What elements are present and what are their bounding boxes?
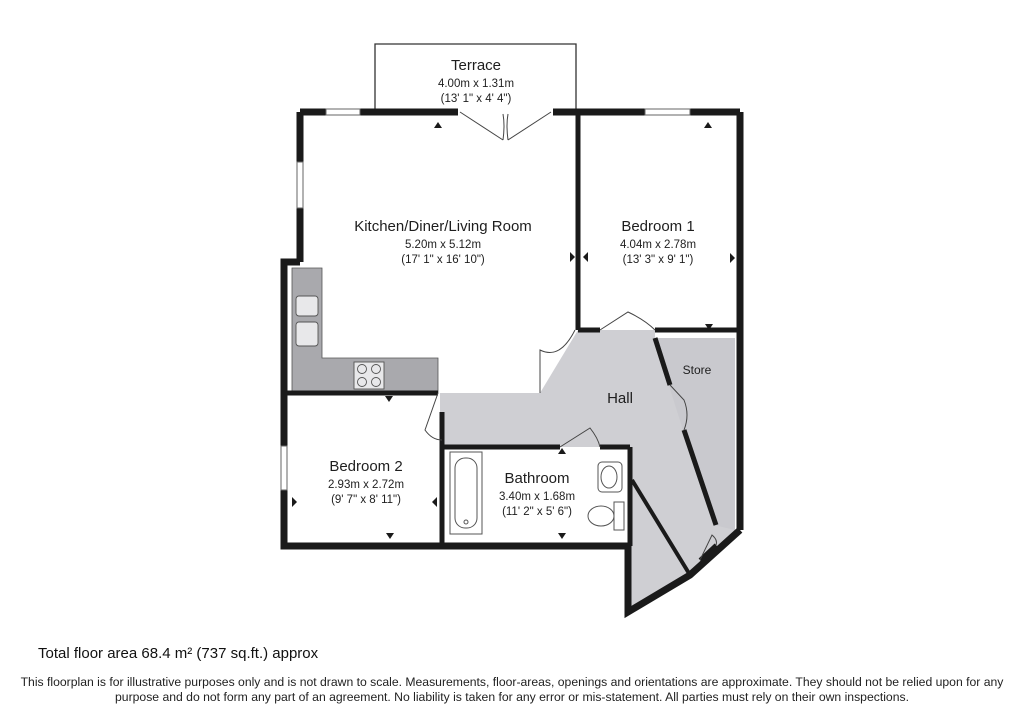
bedroom1-name: Bedroom 1 [621, 218, 694, 235]
disclaimer-text: This floorplan is for illustrative purpo… [20, 675, 1004, 704]
bedroom1-metric: 4.04m x 2.78m [620, 239, 696, 251]
bathroom-imperial: (11' 2" x 5' 6") [502, 506, 572, 518]
kitchen-name: Kitchen/Diner/Living Room [354, 218, 532, 235]
kitchen-metric: 5.20m x 5.12m [405, 239, 481, 251]
bathroom-name: Bathroom [504, 470, 569, 487]
kitchen-label: Kitchen/Diner/Living Room 5.20m x 5.12m … [354, 218, 532, 266]
hall-name: Hall [607, 390, 633, 407]
terrace-name: Terrace [451, 57, 501, 74]
bathroom-label: Bathroom 3.40m x 1.68m (11' 2" x 5' 6") [499, 470, 575, 518]
kitchen-imperial: (17' 1" x 16' 10") [401, 254, 485, 266]
basin-icon [597, 461, 623, 493]
terrace-outline [374, 43, 577, 112]
hall-floor [440, 330, 735, 612]
bedroom1-label: Bedroom 1 4.04m x 2.78m (13' 3" x 9' 1") [620, 218, 696, 266]
windows [280, 108, 691, 491]
sink-icon [295, 295, 319, 347]
bedroom2-metric: 2.93m x 2.72m [328, 479, 404, 491]
bedroom2-imperial: (9' 7" x 8' 11") [331, 494, 401, 506]
terrace-metric: 4.00m x 1.31m [438, 78, 514, 90]
bedroom2-label: Bedroom 2 2.93m x 2.72m (9' 7" x 8' 11") [328, 458, 404, 506]
interior-doors [424, 311, 717, 561]
store-floor [655, 338, 735, 530]
terrace-label: Terrace 4.00m x 1.31m (13' 1" x 4' 4") [438, 57, 514, 105]
measurement-markers [292, 122, 735, 539]
bedroom2-name: Bedroom 2 [329, 458, 402, 475]
terrace-doors [459, 111, 552, 141]
bath-icon [449, 451, 483, 535]
bedroom1-imperial: (13' 3" x 9' 1") [623, 254, 694, 266]
terrace-imperial: (13' 1" x 4' 4") [441, 93, 512, 105]
total-floor-area: Total floor area 68.4 m² (737 sq.ft.) ap… [38, 645, 319, 662]
store-name: Store [683, 363, 712, 377]
toilet-icon [587, 501, 625, 531]
hob-icon [353, 361, 385, 390]
floorplan: Terrace 4.00m x 1.31m (13' 1" x 4' 4") K… [280, 43, 744, 619]
bathroom-metric: 3.40m x 1.68m [499, 491, 575, 503]
